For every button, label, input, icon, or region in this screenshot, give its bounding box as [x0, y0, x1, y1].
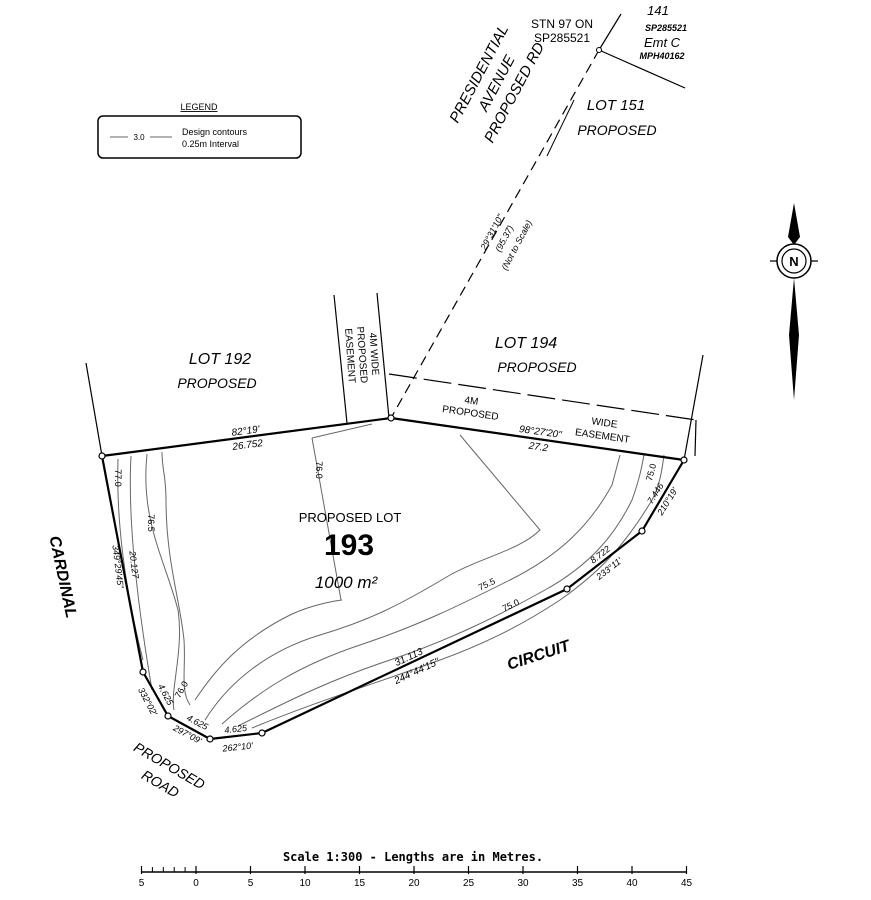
lot141-boundary: [598, 13, 622, 51]
c1-bearing: 262°10': [221, 740, 253, 753]
scale-tick-label: 5: [248, 878, 254, 889]
contour-label-75-5: 75.5: [477, 576, 497, 592]
scale-tick-label: 40: [626, 878, 638, 889]
scale-tick-label: 35: [572, 878, 584, 889]
legend-box: [97, 115, 302, 159]
contour-label-75-0-b: 75.0: [644, 462, 658, 482]
corner-mark: [164, 712, 172, 720]
corner-mark: [139, 668, 147, 676]
north-arrow-tail: [789, 278, 799, 400]
corner-mark: [206, 735, 214, 743]
legend-contour-sample: 3.0: [133, 133, 145, 142]
contour-76-5: [145, 453, 181, 711]
lot151-frontage: [546, 99, 575, 157]
north-arrow-inner-ring: [781, 248, 807, 274]
lot192-west-boundary: [85, 362, 103, 457]
north-letter: N: [789, 254, 798, 269]
easement-horizontal-part4: EASEMENT: [574, 427, 630, 446]
c3-bearing: 332°02': [136, 686, 159, 718]
design-contours: 77.0 76.5 76.0 76.0 75.5 75.0 75.0: [113, 423, 665, 729]
contour-75-75: [204, 434, 541, 721]
contour-75-5: [221, 454, 621, 725]
lot193-title: PROPOSED LOT: [299, 510, 402, 525]
contour-75-0: [251, 454, 665, 729]
ne-distance: 27.2: [527, 441, 549, 455]
easement-vertical-west: [333, 294, 348, 424]
scale-bar: 5 0 5 10 15 20 25 30 35 40 45: [139, 866, 693, 889]
north-arrow: N: [770, 203, 818, 400]
contour-76-0-west: [161, 423, 373, 706]
lot194-label: LOT 194: [495, 335, 557, 352]
scale-title: Scale 1:300 - Lengths are in Metres.: [283, 850, 543, 864]
corner-mark: [563, 585, 571, 593]
easement-vertical-label: 4M WIDE PROPOSED EASEMENT: [342, 326, 380, 384]
legend: LEGEND 3.0 Design contours 0.25m Interva…: [97, 102, 302, 159]
north-arrow-tip: [788, 203, 800, 245]
scale-tick-label: 10: [299, 878, 311, 889]
legend-line1: Design contours: [182, 127, 248, 137]
c1-distance: 4.625: [224, 723, 248, 735]
radiation-line: [390, 49, 600, 419]
easement-vertical-line2: PROPOSED: [354, 326, 369, 383]
corner-mark: [258, 729, 266, 737]
lot193-number: 193: [324, 529, 374, 562]
contour-76-5-west: [129, 455, 153, 691]
w-distance: 20.127: [127, 549, 141, 580]
station-label-line2: SP285521: [534, 31, 590, 45]
lot141-plan: SP285521: [645, 23, 687, 33]
lot141-mph: MPH40162: [639, 51, 684, 61]
legend-title: LEGEND: [180, 102, 218, 112]
lot151-label: LOT 151: [587, 97, 645, 114]
corner-mark: [387, 414, 395, 422]
easement-horizontal-part1: 4M: [464, 395, 479, 408]
easement-horizontal-part2: PROPOSED: [442, 404, 500, 423]
scale-tick-label: 30: [517, 878, 529, 889]
scale-tick-label: 5: [139, 878, 145, 889]
scale-tick-label: 20: [408, 878, 420, 889]
contour-75-25: [237, 454, 645, 727]
street-cardinal: CARDINAL: [45, 534, 79, 619]
lot141-emt: Emt C: [644, 35, 681, 50]
contour-76-0-south: [194, 599, 343, 701]
easement-vertical-line1: 4M WIDE: [366, 332, 380, 376]
station-label-line1: STN 97 ON: [531, 17, 593, 31]
easement-horizontal-east: [694, 419, 697, 457]
lot192-label: LOT 192: [189, 351, 251, 368]
lot194-east-boundary: [683, 354, 704, 461]
scale-tick-label: 25: [463, 878, 475, 889]
lot192-status: PROPOSED: [177, 375, 256, 391]
corner-mark: [680, 456, 688, 464]
lot193-area: 1000 m²: [315, 573, 379, 592]
lot193-boundary: [100, 416, 686, 741]
scale-tick-label: 45: [681, 878, 693, 889]
lot141-number: 141: [647, 3, 669, 18]
easement-vertical-line3: EASEMENT: [342, 328, 357, 384]
nw-bearing: 82°19': [231, 424, 261, 439]
easement-vertical-east: [376, 292, 390, 419]
road-top-label: PRESIDENTIAL AVENUE PROPOSED RD: [446, 22, 548, 146]
lot194-status: PROPOSED: [497, 359, 576, 375]
nw-distance: 26.752: [231, 438, 264, 453]
contour-label-77-0: 77.0: [113, 469, 123, 487]
contour-label-76-0: 76.0: [314, 461, 324, 479]
scale-tick-label: 0: [193, 878, 199, 889]
contour-76-0-north: [311, 437, 342, 601]
contour-label-76-5: 76.5: [146, 514, 156, 532]
easement-horizontal-north: [388, 373, 697, 421]
corner-mark: [98, 452, 106, 460]
easement-horizontal-part3: WIDE: [591, 416, 619, 431]
legend-line2: 0.25m Interval: [182, 139, 239, 149]
station-mark: [596, 47, 602, 53]
scale-tick-label: 15: [354, 878, 366, 889]
corner-mark: [638, 527, 646, 535]
w-bearing: 349°29'45": [110, 544, 125, 589]
lot141-boundary-east: [598, 49, 686, 89]
lot151-status: PROPOSED: [577, 122, 656, 138]
radiation-label: 29°31'10" (95.37) (Not to Scale): [478, 212, 534, 272]
boundary-corners: [98, 414, 688, 743]
street-circuit: CIRCUIT: [505, 637, 573, 674]
